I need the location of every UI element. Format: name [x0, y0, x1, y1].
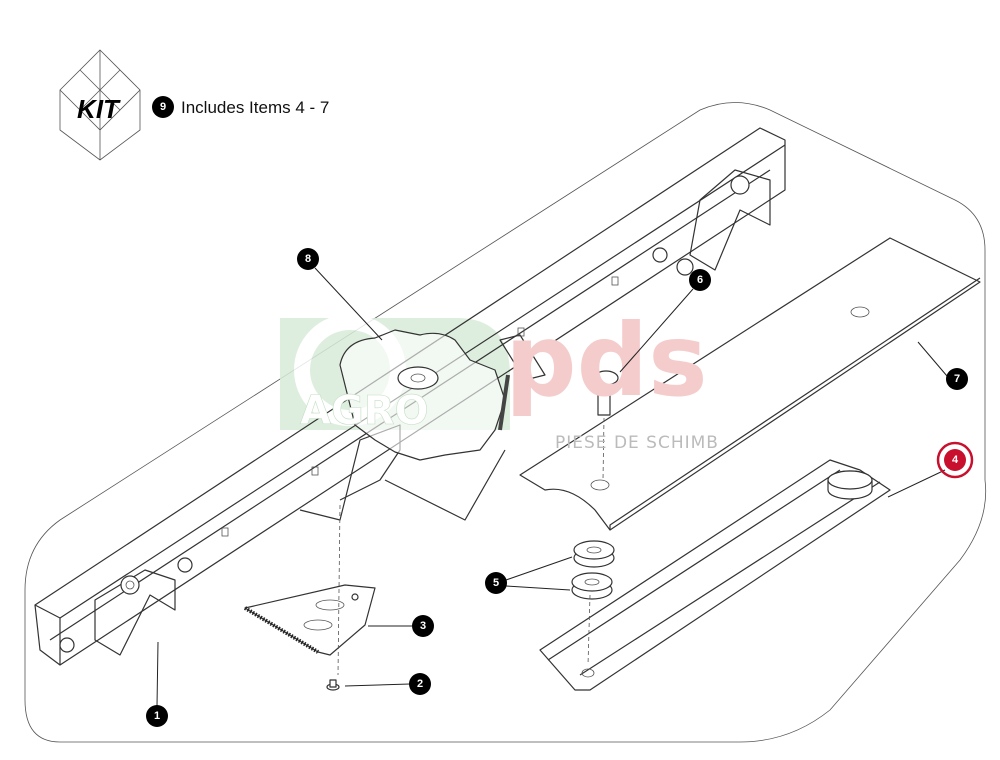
watermark-pds: pds	[505, 302, 708, 419]
callout-7[interactable]: 7	[946, 368, 968, 390]
part-7-wear-plate	[519, 237, 981, 531]
part-4-guide-rail	[539, 459, 891, 691]
callout-label: 3	[420, 620, 426, 632]
callout-label: 4	[952, 454, 959, 466]
callout-label: 5	[493, 577, 499, 589]
kit-boundary	[24, 102, 987, 743]
callout-6[interactable]: 6	[689, 269, 711, 291]
callout-label: 9	[160, 101, 166, 113]
leader-lines	[156, 267, 948, 707]
part-6-countersunk-screw	[593, 370, 619, 481]
part-8-drive-hub	[339, 329, 510, 521]
callout-3[interactable]: 3	[412, 615, 434, 637]
callout-label: 6	[697, 274, 703, 286]
callout-label: 8	[305, 253, 311, 265]
callout-5[interactable]: 5	[485, 572, 507, 594]
part-3-knife-section	[243, 504, 376, 676]
watermark-text: AGRO pds PIESE DE SCHIMB	[300, 302, 719, 453]
watermark-agro: AGRO	[300, 388, 429, 434]
callout-label: 2	[417, 678, 423, 690]
callout-8[interactable]: 8	[297, 248, 319, 270]
part-1-knife-bar	[34, 127, 786, 666]
kit-description: Includes Items 4 - 7	[181, 98, 329, 117]
callout-2[interactable]: 2	[409, 673, 431, 695]
part-2-bolt	[326, 679, 340, 691]
callout-label: 7	[954, 373, 960, 385]
callout-9[interactable]: 9	[152, 96, 174, 118]
part-5-spacers	[571, 540, 615, 666]
callout-1[interactable]: 1	[146, 705, 168, 727]
callout-4-highlighted[interactable]: 4	[936, 441, 974, 479]
watermark-tagline: PIESE DE SCHIMB	[555, 433, 719, 453]
callout-label: 1	[154, 710, 160, 722]
kit-box-icon: KIT	[59, 49, 141, 161]
kit-logo-text: KIT	[77, 94, 121, 124]
